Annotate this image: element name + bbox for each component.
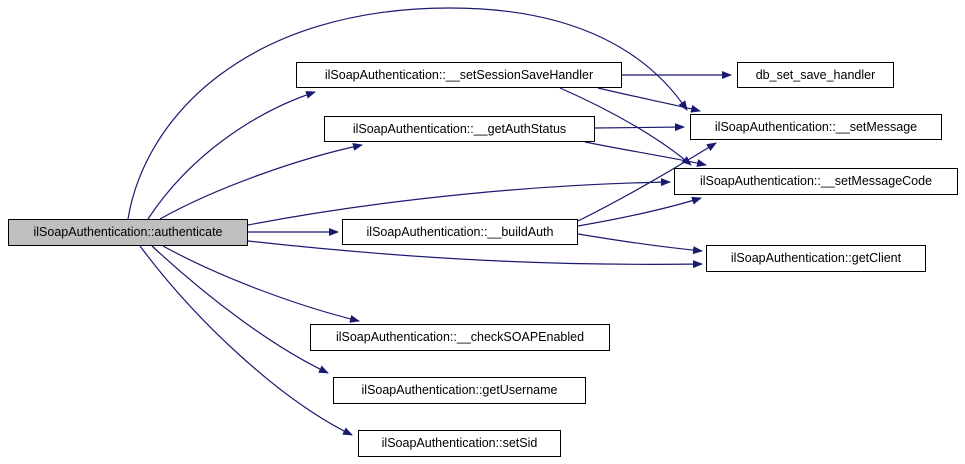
- node-get-auth-status[interactable]: ilSoapAuthentication::__getAuthStatus: [324, 116, 595, 142]
- edge-authenticate-to-check-soap-enabled: [162, 245, 360, 323]
- edge-authenticate-to-get-client: [247, 240, 703, 269]
- edge-get-auth-status-to-set-message: [594, 123, 685, 132]
- edge-authenticate-to-set-message: [127, 7, 688, 220]
- edge-authenticate-to-set-sid: [139, 245, 353, 436]
- edge-build-auth-to-set-message-code: [577, 196, 702, 227]
- edge-set-session-save-handler-to-set-message: [597, 87, 701, 113]
- node-db-set-save-handler[interactable]: db_set_save_handler: [737, 62, 894, 88]
- edge-set-session-save-handler-to-set-message-code: [559, 87, 692, 166]
- edge-build-auth-to-set-message: [577, 142, 717, 222]
- edge-authenticate-to-set-message-code: [247, 178, 671, 226]
- edge-authenticate-to-set-session-save-handler: [147, 91, 316, 220]
- edge-build-auth-to-get-client: [577, 233, 703, 255]
- edge-get-auth-status-to-set-message-code: [584, 141, 707, 167]
- node-build-auth[interactable]: ilSoapAuthentication::__buildAuth: [342, 219, 578, 245]
- node-set-session-save-handler[interactable]: ilSoapAuthentication::__setSessionSaveHa…: [296, 62, 622, 88]
- node-get-username[interactable]: ilSoapAuthentication::getUsername: [333, 377, 586, 404]
- node-check-soap-enabled[interactable]: ilSoapAuthentication::__checkSOAPEnabled: [310, 324, 610, 351]
- node-authenticate: ilSoapAuthentication::authenticate: [8, 219, 248, 246]
- edge-authenticate-to-get-username: [151, 245, 329, 374]
- node-set-sid[interactable]: ilSoapAuthentication::setSid: [358, 430, 561, 457]
- node-get-client[interactable]: ilSoapAuthentication::getClient: [706, 245, 926, 272]
- node-set-message[interactable]: ilSoapAuthentication::__setMessage: [690, 114, 942, 140]
- node-set-message-code[interactable]: ilSoapAuthentication::__setMessageCode: [674, 168, 958, 195]
- edge-authenticate-to-get-auth-status: [159, 142, 363, 220]
